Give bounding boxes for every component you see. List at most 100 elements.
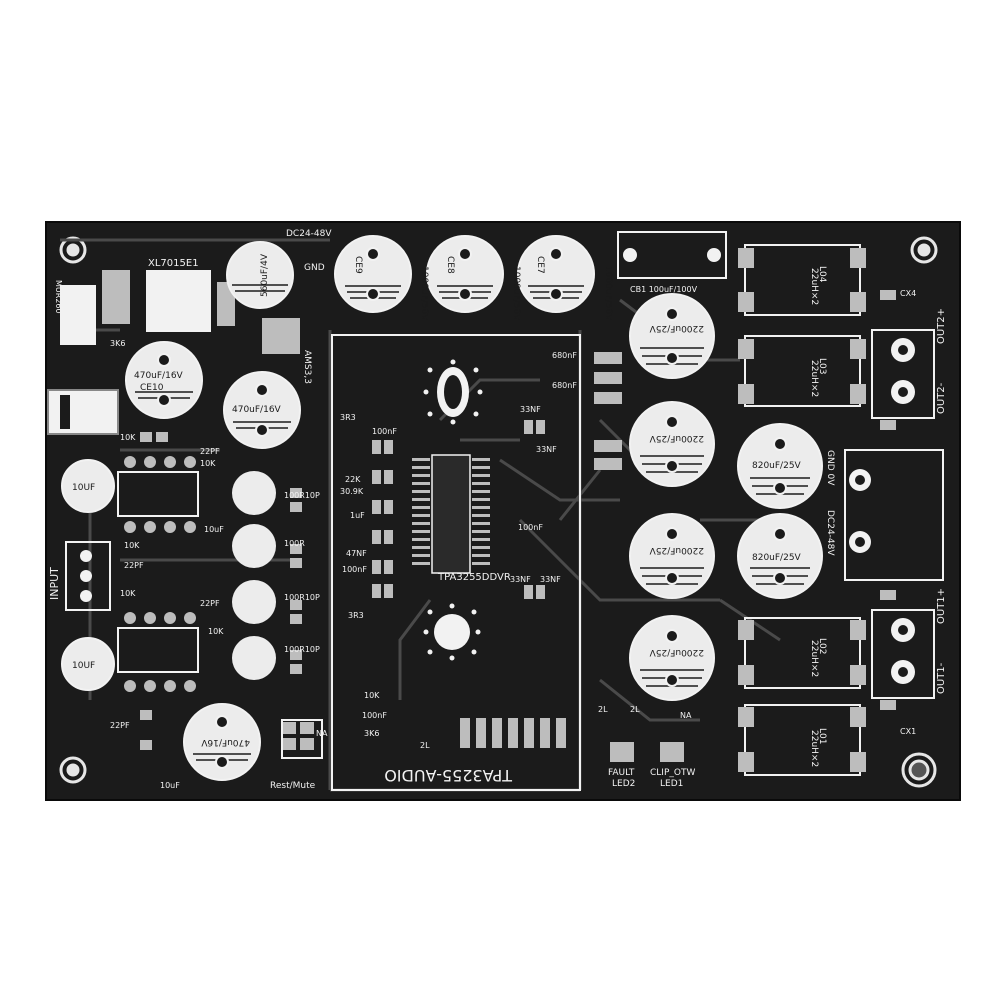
cap-val-ce10: 470uF/16V: [134, 371, 184, 381]
amp-outline: [331, 334, 581, 791]
opamp-blocks: [117, 456, 199, 692]
lbl-100r10p-c: 100R10P: [284, 645, 320, 654]
lbl-3k6-a: 3K6: [364, 729, 379, 738]
silkscreen-labels: XL7015E1 DC24-48V GND AMS3,3 MUR260 47UH…: [48, 229, 947, 791]
cap-val-ce3: 2200uF/25V: [649, 323, 704, 333]
lbl-100nf-a: 100nF: [372, 427, 397, 436]
lbl-100nf-b: 100nF: [342, 565, 367, 574]
lbl-1uf: 1uF: [350, 511, 365, 520]
lbl-2l-c: 2L: [630, 705, 640, 714]
lbl-2l-a: 2L: [420, 741, 430, 750]
label-reset: Rest/Mute: [270, 781, 316, 791]
label-ic: TPA3255DDVR: [437, 572, 511, 583]
cb1-film-cap: [617, 231, 727, 279]
cap-ref-ce8: CE8: [445, 256, 455, 274]
ind-l04: L04: [817, 266, 827, 283]
cap-val-ce12: 560uF/4V: [260, 253, 270, 297]
label-ldo: AMS3,3: [302, 350, 312, 384]
regulator-block: [47, 270, 300, 435]
cap-val-ce8: 1000uF/50V: [511, 266, 521, 321]
lbl-680nf-a: 680nF: [552, 351, 577, 360]
cap-val-ce1: 2200uF/25V: [649, 647, 704, 657]
lbl-3r3-a: 3R3: [340, 413, 356, 422]
label-led2: LED2: [612, 779, 635, 789]
reset-mute-switch: [281, 719, 323, 759]
cap-val-ce7: 1000uF/50V: [603, 266, 613, 321]
inductor-labels: L04 22uH×2 L03 22uH×2 L02 22uH×2 L01 22u…: [809, 266, 827, 767]
inductor-pads: [738, 248, 866, 772]
lbl-10uf-b: 10uF: [160, 781, 180, 790]
lbl-22pf-d: 22PF: [110, 721, 130, 730]
ind-l02-val: 22uH×2: [809, 640, 819, 677]
capacitor-labels: CE9 1000uF/50V CE8 1000uF/50V CE7 1000uF…: [72, 253, 802, 747]
ind-l03-val: 22uH×2: [809, 360, 819, 397]
lbl-10k-b: 10K: [200, 459, 216, 468]
cap-val-10uf-b: 10UF: [72, 661, 95, 671]
label-input: INPUT: [48, 567, 61, 600]
mounting-holes: [59, 236, 938, 788]
lbl-2l-b: 2L: [598, 705, 608, 714]
lbl-309k: 30.9K: [340, 487, 364, 496]
tpa3255-ic: [412, 454, 490, 574]
label-cx4: CX4: [900, 289, 916, 298]
lbl-3r3-b: 3R3: [348, 611, 364, 620]
lbl-22k: 22K: [345, 475, 361, 484]
ind-l04-val: 22uH×2: [809, 268, 819, 305]
ind-l02: L02: [817, 638, 827, 654]
cap-val-ce18: 470uF/16V: [232, 405, 282, 415]
lbl-33nf-b: 33NF: [536, 445, 557, 454]
label-gnd: GND: [304, 263, 325, 273]
lbl-10k-e: 10K: [208, 627, 224, 636]
label-out1m: OUT1-: [936, 662, 947, 694]
cap-ref-ce7: CE7: [535, 256, 545, 274]
input-connector: [65, 541, 111, 611]
cap-val-ce5: 820uF/25V: [752, 461, 802, 471]
label-title: TPA3255-AUDIO: [384, 766, 513, 785]
lbl-10uf-a: 10uF: [204, 525, 224, 534]
smd-pads: [140, 290, 896, 762]
lbl-33nf-a: 33NF: [520, 405, 541, 414]
lbl-3k6-b: 3K6: [110, 339, 125, 348]
lbl-33nf-d: 33NF: [540, 575, 561, 584]
lbl-na-a: NA: [680, 711, 692, 720]
label-regulator: XL7015E1: [148, 258, 199, 269]
lbl-22pf-b: 22PF: [124, 561, 144, 570]
lbl-100r10p-a: 100R10P: [284, 491, 320, 500]
ind-l03: L03: [817, 358, 827, 374]
label-led1: LED1: [660, 779, 683, 789]
lbl-680nf-b: 680nF: [552, 381, 577, 390]
label-fault: FAULT: [608, 768, 635, 778]
label-out2m: OUT2-: [936, 382, 947, 414]
ind-l01-val: 22uH×2: [809, 730, 819, 767]
lbl-na-b: NA: [316, 729, 328, 738]
lbl-22pf-c: 22PF: [200, 599, 220, 608]
cap-val-10uf-a: 10UF: [72, 483, 95, 493]
label-cx1: CX1: [900, 727, 916, 736]
label-power: DC24-48V: [286, 229, 332, 239]
cap-val-ce4: 2200uF/25V: [649, 433, 704, 443]
cap-val-ce11: 470uF/16V: [200, 737, 250, 747]
lbl-22pf-a: 22PF: [200, 447, 220, 456]
heatsink-mounts: [423, 359, 483, 661]
component-values: 100nF 22K 30.9K 1uF 47NF 100nF 3R3 3R3 3…: [110, 339, 692, 790]
lbl-10k-d: 10K: [120, 589, 136, 598]
label-out2p: OUT2+: [936, 308, 947, 344]
ind-l01: L01: [817, 728, 827, 744]
label-47uh: 47UH: [75, 408, 84, 430]
cap-ref-ce9: CE9: [353, 256, 363, 274]
lbl-100nf-d: 100nF: [362, 711, 387, 720]
label-out1p: OUT1+: [936, 588, 947, 624]
label-dc-right: DC24-48V: [825, 510, 835, 556]
capacitor-pads: [157, 247, 787, 769]
cap-val-ce2: 2200uF/25V: [649, 545, 704, 555]
small-radial-caps: [232, 471, 276, 680]
label-gnd0v: GND 0V: [825, 450, 835, 486]
cap-ref-ce10: CE10: [140, 383, 164, 393]
terminal-blocks: [844, 329, 944, 699]
lbl-100r-a: 100R: [284, 539, 305, 548]
label-mur: MUR260: [54, 280, 63, 314]
capacitor-bodies: [61, 235, 823, 781]
label-clip: CLIP_OTW: [650, 768, 695, 778]
lbl-47nf: 47NF: [346, 549, 367, 558]
